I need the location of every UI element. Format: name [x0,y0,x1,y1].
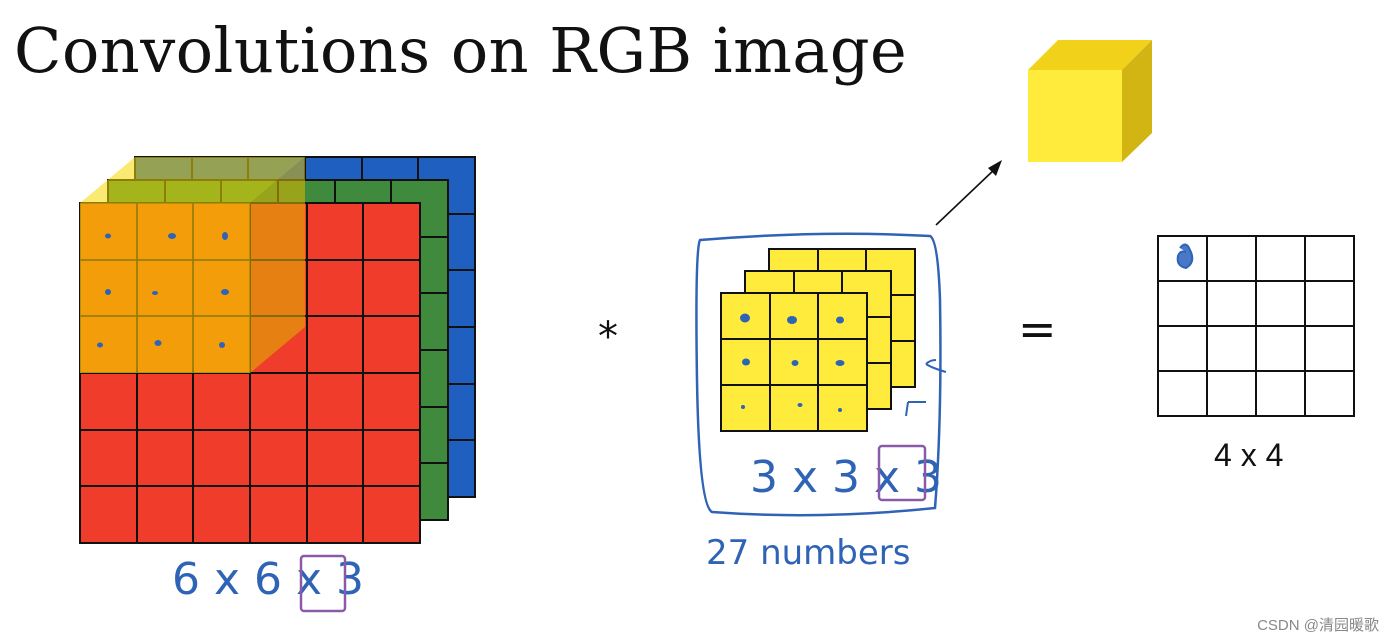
filter-count-label: 27 numbers [706,533,910,573]
filter-cube-3d [1028,40,1152,162]
filter-outline [695,232,942,517]
output-dims-label: 4 x 4 [1214,437,1283,473]
input-volume [79,156,476,544]
output-grid [1157,235,1355,417]
filter-channel-highlight-box [877,444,927,502]
filter-dims-label: 3 x 3 x 3 [750,452,942,503]
layer-pointer-arrow [925,359,947,373]
filter-volume [695,232,947,517]
filter-dot-marks [740,313,845,412]
equals-operator: = [1018,302,1057,356]
input-dot-marks [97,232,229,348]
slide-title: Convolutions on RGB image [14,14,908,87]
filter-overlay-cube [80,157,305,373]
input-channel-highlight-box [299,554,347,613]
output-first-cell-mark [1176,243,1194,270]
watermark: CSDN @清园暖歌 [1257,617,1379,634]
arrow-to-cube [935,160,1002,226]
input-dims-label: 6 x 6 x 3 [172,554,364,605]
layer-pointer-arrow-2 [905,401,926,417]
conv-operator: * [598,314,618,360]
